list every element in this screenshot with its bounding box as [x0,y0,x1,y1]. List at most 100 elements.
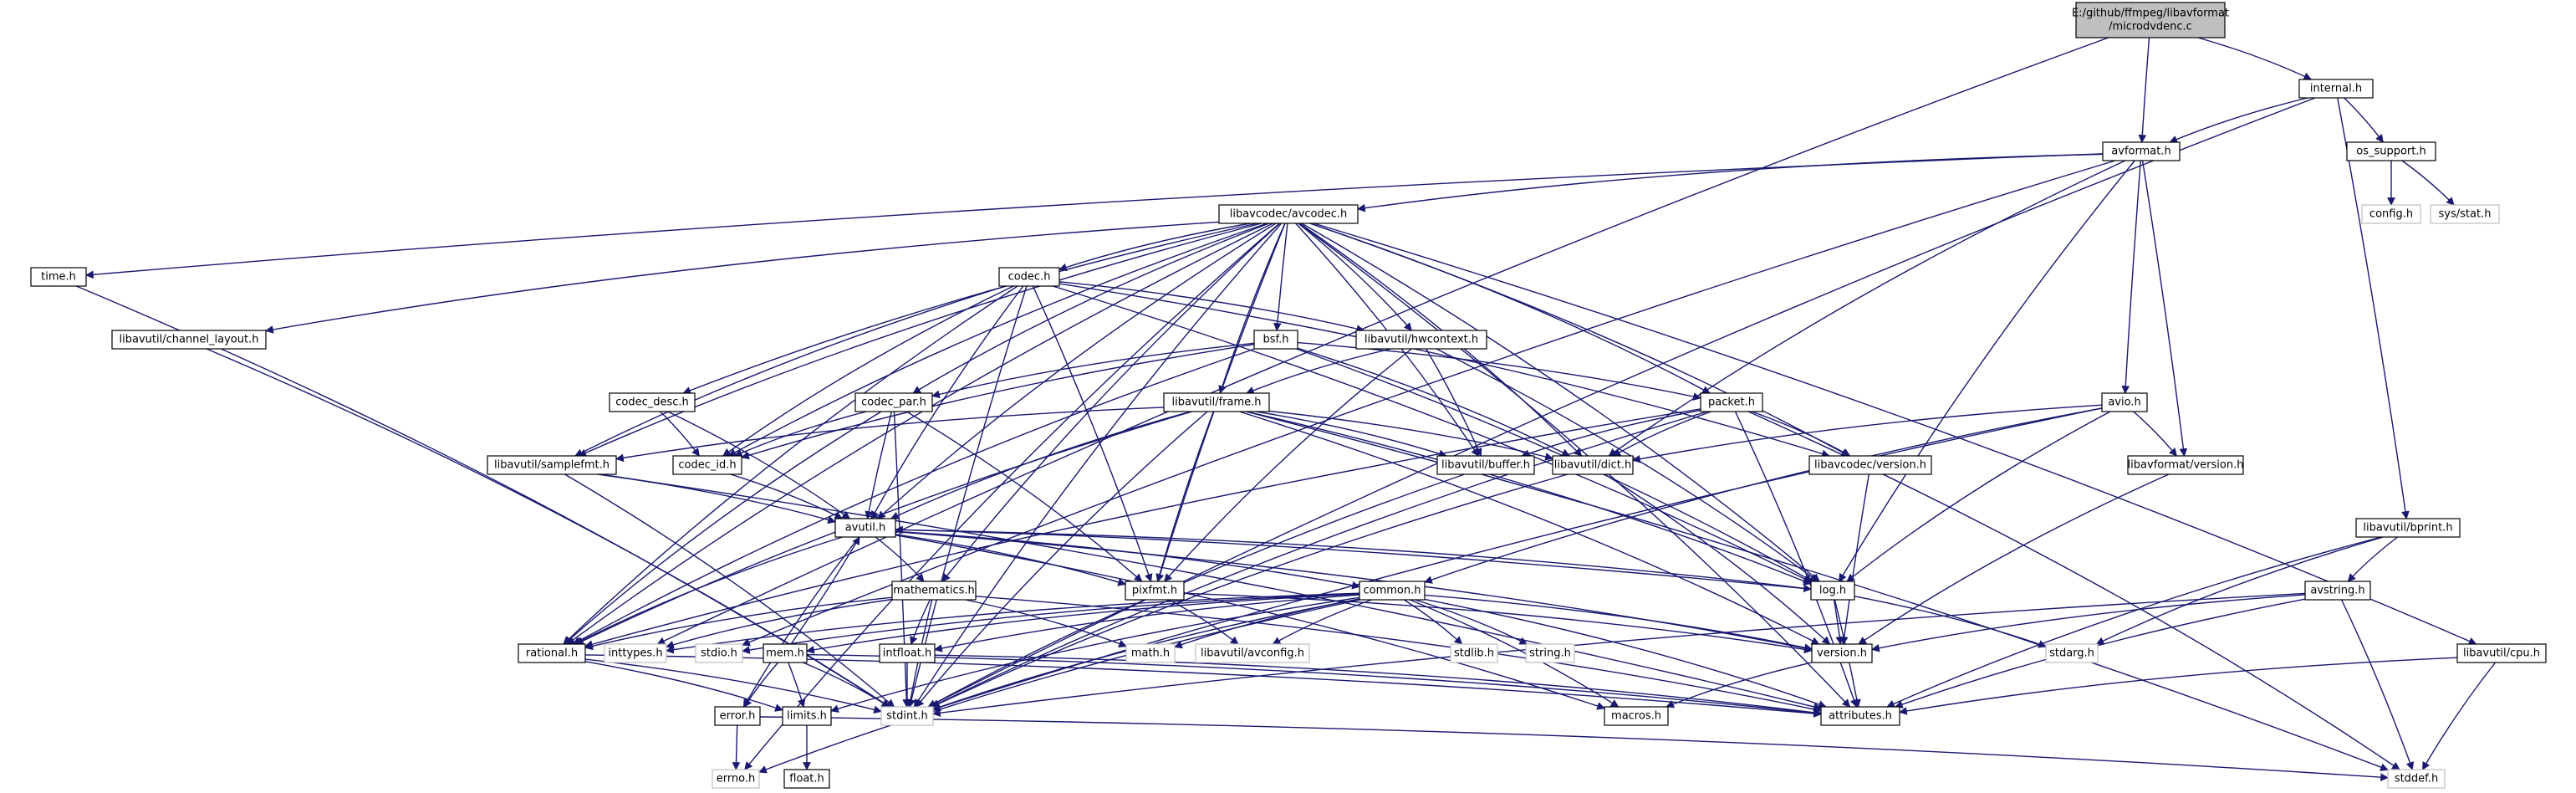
node-box-pixfmt [1125,581,1185,601]
node-box-bsf [1253,330,1298,350]
node-box-rational [518,643,586,663]
edge-frame-to-stddef [1245,411,2389,771]
edge-hwcontext-to-pixfmt [1164,348,1412,582]
node-avutil[interactable]: avutil.h [834,518,896,538]
node-box-codec_id [672,455,742,475]
node-internal[interactable]: internal.h [2298,79,2374,99]
node-pixfmt[interactable]: pixfmt.h [1125,581,1185,601]
node-stdlib: stdlib.h [1450,643,1498,663]
edge-bsf-to-packet [1297,341,1701,401]
node-label-hwcontext: libavutil/hwcontext.h [1365,334,1478,346]
edge-frame-to-samplefmt [615,407,1165,463]
edge-internal-to-os_support [2344,97,2384,143]
edge-common-to-errno [758,599,1360,774]
edge-mem-to-stdint [803,662,890,708]
node-label-stdio: stdio.h [701,647,737,660]
node-box-inttypes [604,643,667,663]
node-avformat[interactable]: avformat.h [2102,141,2181,161]
node-label-channel_layout: libavutil/channel_layout.h [120,334,259,346]
node-mathematics[interactable]: mathematics.h [891,581,977,601]
node-box-limits [782,706,832,726]
edge-common-to-stdlib [1403,599,1463,645]
node-label-avio: avio.h [2108,396,2140,409]
node-label-avutil: avutil.h [845,522,886,535]
edge-error-to-stddef [759,716,2389,782]
edge-mathematics-to-math [965,599,1127,648]
node-intfloat[interactable]: intfloat.h [879,643,936,663]
node-channel_layout[interactable]: libavutil/channel_layout.h [111,330,267,350]
node-dict[interactable]: libavutil/dict.h [1552,455,1634,475]
node-limits[interactable]: limits.h [782,706,832,726]
edge-codec-to-avutil [870,285,1024,519]
node-packet[interactable]: packet.h [1700,392,1763,412]
node-time[interactable]: time.h [30,267,87,287]
node-box-sysstat [2430,204,2500,224]
edge-packet-to-avcodec_version [1752,411,1851,457]
node-label-inttypes: inttypes.h [608,647,662,660]
node-codec[interactable]: codec.h [998,267,1060,287]
node-sysstat: sys/stat.h [2430,204,2500,224]
node-hwcontext[interactable]: libavutil/hwcontext.h [1355,330,1487,350]
node-float[interactable]: float.h [783,769,830,789]
node-attributes[interactable]: attributes.h [1820,706,1900,726]
node-box-avio [2101,392,2148,412]
node-buffer[interactable]: libavutil/buffer.h [1436,455,1535,475]
node-box-attributes [1820,706,1900,726]
node-os_support[interactable]: os_support.h [2346,141,2436,161]
node-avformat_version[interactable]: libavformat/version.h [2127,455,2244,475]
node-box-avcodec_version [1808,455,1932,475]
node-cpu[interactable]: libavutil/cpu.h [2456,643,2547,663]
edge-avcodec_version-to-version [1839,473,1870,645]
edge-cpu-to-stddef [2421,662,2497,770]
edge-hwcontext-to-buffer [1426,348,1482,457]
node-rational[interactable]: rational.h [518,643,586,663]
node-avconfig: libavutil/avconfig.h [1195,643,1310,663]
node-version[interactable]: version.h [1811,643,1873,663]
node-label-avformat_version: libavformat/version.h [2128,459,2244,472]
node-label-buffer: libavutil/buffer.h [1441,459,1530,472]
edge-mem-to-limits [788,662,806,708]
edge-internal-to-avformat [2169,97,2308,144]
node-codec_par[interactable]: codec_par.h [854,392,933,412]
edge-codec-to-hwcontext [1058,281,1365,333]
node-bsf[interactable]: bsf.h [1253,330,1298,350]
node-common[interactable]: common.h [1359,581,1426,601]
node-label-avstring: avstring.h [2310,585,2364,597]
node-avcodec_version[interactable]: libavcodec/version.h [1808,455,1932,475]
node-frame[interactable]: libavutil/frame.h [1163,392,1270,412]
node-label-config: config.h [2369,208,2413,221]
node-codec_id[interactable]: codec_id.h [672,455,742,475]
edge-frame-to-dict [1268,410,1553,461]
node-label-string: string.h [1529,647,1571,660]
edge-codec-to-samplefmt [574,285,1007,457]
node-box-channel_layout [111,330,267,350]
node-codec_desc[interactable]: codec_desc.h [609,392,696,412]
node-error[interactable]: error.h [714,706,761,726]
edge-mathematics-to-inttypes [666,598,893,649]
node-avio[interactable]: avio.h [2101,392,2148,412]
node-macros[interactable]: macros.h [1604,706,1669,726]
edge-avutil-to-mathematics [875,536,925,582]
node-box-errno [712,769,760,789]
edge-frame-to-buffer [1256,411,1447,458]
node-label-codec: codec.h [1008,271,1051,284]
node-label-limits: limits.h [787,710,827,723]
edge-codec_par-to-avutil [865,411,893,519]
node-log[interactable]: log.h [1810,581,1855,601]
node-box-stdint [880,706,934,726]
node-label-internal: internal.h [2310,83,2362,95]
node-mem[interactable]: mem.h [763,643,808,663]
node-samplefmt[interactable]: libavutil/samplefmt.h [487,455,617,475]
edge-common-to-inttypes [666,592,1360,654]
node-avstring[interactable]: avstring.h [2304,581,2371,601]
node-bprint[interactable]: libavutil/bprint.h [2355,518,2461,538]
node-label-frame: libavutil/frame.h [1172,396,1262,409]
edge-codec_par-to-codec_id [733,411,867,457]
edge-common-to-version [1424,594,1813,652]
node-box-error [714,706,761,726]
node-box-config [2361,204,2421,224]
edge-codec_desc-to-avutil [667,411,851,519]
node-avcodec[interactable]: libavcodec/avcodec.h [1218,204,1359,224]
node-label-errno: errno.h [717,773,756,785]
